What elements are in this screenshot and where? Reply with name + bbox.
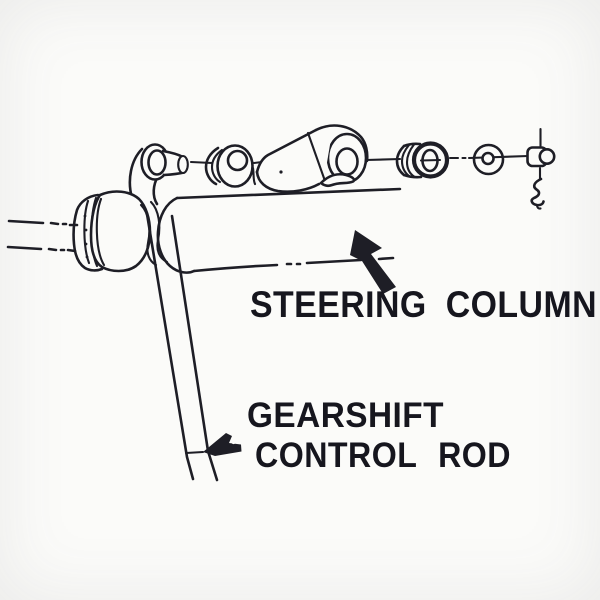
washer — [472, 143, 505, 176]
lever-stud — [140, 143, 189, 181]
shift-link-plate — [251, 124, 369, 193]
bushing — [204, 144, 254, 188]
gearshift-label-line1: GEARSHIFT — [247, 396, 444, 435]
gearshift-rod-arrow — [203, 433, 242, 456]
link-plate-hook — [319, 172, 356, 187]
axis-line-3 — [364, 157, 402, 162]
steering-shaft-dashed-lines — [6, 219, 79, 253]
boot-stipple-dots — [83, 214, 89, 259]
steering-column-body — [156, 187, 402, 274]
flexible-coupling-boot — [72, 190, 152, 273]
axis-line-4 — [467, 154, 530, 160]
flanged-nut — [395, 141, 450, 179]
axis-line-1 — [189, 160, 214, 165]
steering-column-label: STEERING COLUMN — [250, 284, 597, 325]
gearshift-label-line2: CONTROL ROD — [255, 436, 511, 475]
steering-column-arrow — [350, 230, 396, 294]
clevis-pin — [526, 127, 556, 181]
cotter-pin — [530, 177, 545, 210]
